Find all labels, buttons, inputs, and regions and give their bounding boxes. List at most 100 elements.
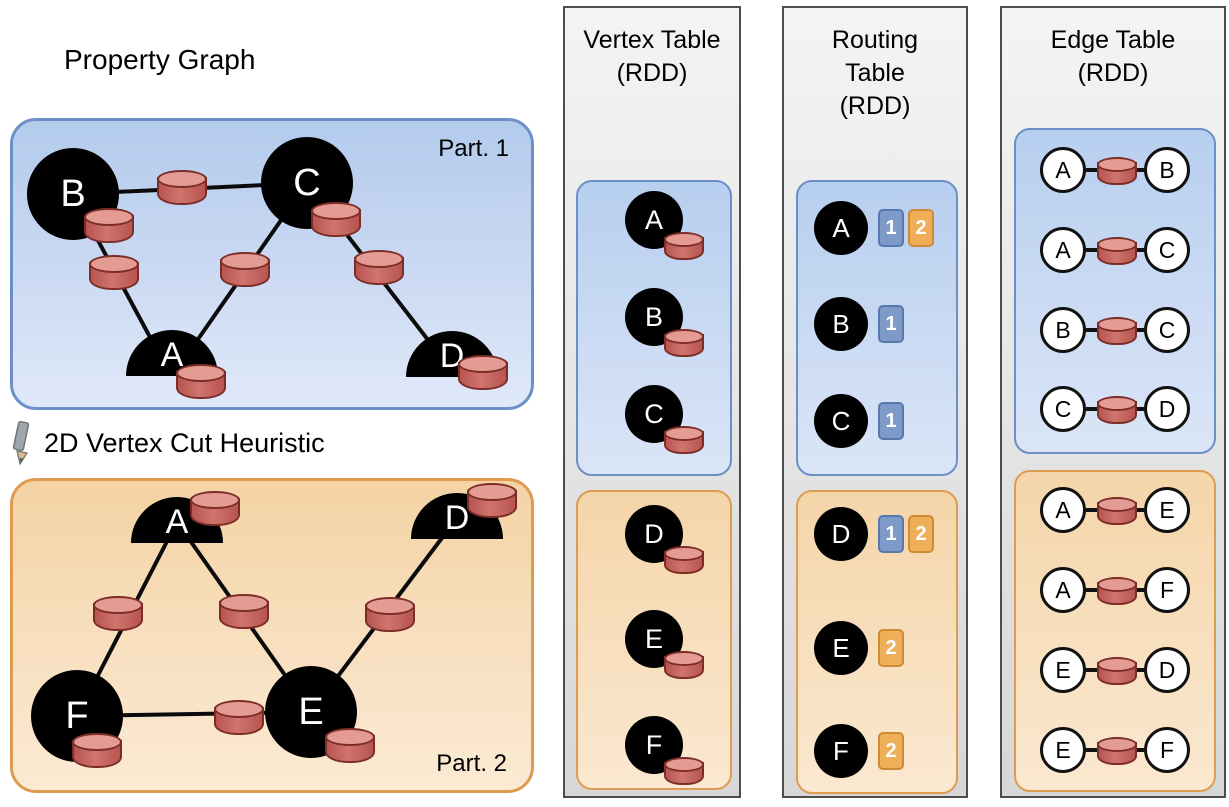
vertex-property-cylinder-icon [664, 232, 704, 260]
edge-segment [1133, 328, 1144, 332]
edge-property-cylinder-icon [1097, 237, 1137, 265]
vertex-table-item-b: B [625, 288, 704, 357]
vertex-table-item-e: E [625, 610, 704, 679]
title-line: Table [845, 59, 905, 87]
vertex-property-cylinder-icon [664, 757, 704, 785]
edge-property-cylinder-icon [1097, 317, 1137, 345]
edge-property-cylinder-icon [1097, 657, 1137, 685]
pencil-icon [12, 420, 30, 466]
partition1-badge: 1 [878, 402, 904, 440]
edge-property-cylinder-icon [157, 170, 207, 205]
vertex-property-cylinder-icon [72, 733, 122, 768]
routing-table-title: Routing Table (RDD) [784, 24, 966, 123]
edge-endpoint: B [1040, 307, 1086, 353]
edge-segment [1133, 748, 1144, 752]
edge-property-cylinder-icon [354, 250, 404, 285]
title-line: (RDD) [1077, 59, 1149, 87]
partition2-badge: 2 [878, 629, 904, 667]
edge-property-cylinder-icon [219, 594, 269, 629]
edge-endpoint: F [1144, 567, 1190, 613]
vertex-label: C [644, 398, 664, 429]
vertex-property-cylinder-icon [176, 364, 226, 399]
edge-endpoint: F [1144, 727, 1190, 773]
vertex-label: B [644, 301, 663, 332]
heuristic-label: 2D Vertex Cut Heuristic [44, 427, 325, 458]
routing-row-e: E 2 [814, 621, 946, 675]
vertex-label: E [814, 621, 868, 675]
partition1-badge: 1 [878, 515, 904, 553]
vertex-property-cylinder-icon [325, 728, 375, 763]
vertex-table-item-a: A [625, 191, 704, 260]
edge-segment [1086, 508, 1097, 512]
edge-property-cylinder-icon [89, 255, 139, 290]
vertex-table-panel: Vertex Table (RDD) A B C D E F [563, 6, 741, 798]
vertex-label: F [645, 729, 663, 760]
routing-row-b: B 1 [814, 297, 946, 351]
vertex-label: F [814, 724, 868, 778]
vertex-label: E [644, 623, 663, 654]
title-line: Vertex Table [583, 26, 721, 54]
vertex-property-cylinder-icon [664, 651, 704, 679]
edge-endpoint: A [1040, 567, 1086, 613]
edge-segment [1133, 508, 1144, 512]
edge-property-cylinder-icon [1097, 497, 1137, 525]
edge-property-cylinder-icon [1097, 396, 1137, 424]
edge-segment [1086, 588, 1097, 592]
vertex-table-item-c: C [625, 385, 704, 454]
edge-property-cylinder-icon [214, 700, 264, 735]
title-line: Routing [831, 26, 919, 54]
edge-property-cylinder-icon [93, 596, 143, 631]
edge-property-cylinder-icon [365, 597, 415, 632]
edge-endpoint: A [1040, 487, 1086, 533]
title-line: Edge Table [1050, 26, 1176, 54]
edge-endpoint: A [1040, 147, 1086, 193]
routing-row-d: D 1 2 [814, 507, 946, 561]
edge-segment [1086, 328, 1097, 332]
edge-segment [1086, 748, 1097, 752]
vertex-label: B [814, 297, 868, 351]
partition2-badge: 2 [908, 515, 934, 553]
partition2-badge: 2 [908, 209, 934, 247]
edge-property-cylinder-icon [220, 252, 270, 287]
edge-endpoint: A [1040, 227, 1086, 273]
edge-endpoint: C [1040, 386, 1086, 432]
vertex-property-cylinder-icon [458, 355, 508, 390]
edge-endpoint: B [1144, 147, 1190, 193]
partition1-badge: 1 [878, 305, 904, 343]
vertex-property-cylinder-icon [84, 208, 134, 243]
vertex-table-item-d: D [625, 505, 704, 574]
partition1-badge: 1 [878, 209, 904, 247]
partition1-label: Part. 1 [438, 135, 509, 162]
property-graph-section: Property Graph Part. 1 Part. 2 B C A D [0, 0, 545, 807]
edge-endpoint: E [1144, 487, 1190, 533]
vertex-label: D [644, 518, 664, 549]
edge-endpoint: C [1144, 227, 1190, 273]
vertex-label: D [814, 507, 868, 561]
routing-row-a: A 1 2 [814, 201, 946, 255]
vertex-label: A [644, 204, 663, 235]
routing-row-c: C 1 [814, 394, 946, 448]
vertex-property-cylinder-icon [467, 483, 517, 518]
edge-endpoint: E [1040, 647, 1086, 693]
vertex-property-cylinder-icon [664, 329, 704, 357]
vertex-property-cylinder-icon [664, 426, 704, 454]
edge-segment [1133, 588, 1144, 592]
edge-endpoint: D [1144, 647, 1190, 693]
vertex-property-cylinder-icon [190, 491, 240, 526]
edge-endpoint: D [1144, 386, 1190, 432]
property-graph-title: Property Graph [64, 44, 256, 75]
title-line: (RDD) [839, 92, 911, 120]
edge-property-cylinder-icon [1097, 157, 1137, 185]
edge-segment [1133, 168, 1144, 172]
edge-endpoint: E [1040, 727, 1086, 773]
